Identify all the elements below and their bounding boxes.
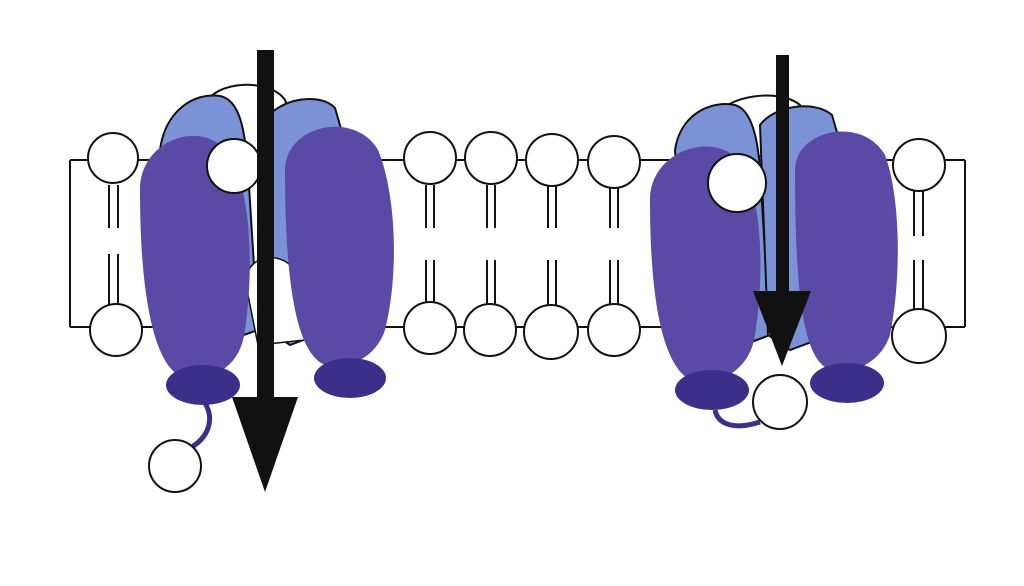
channel-right-cap-b [810,363,884,403]
lipid-heads [87,131,947,364]
lipid-head-bottom-6 [891,308,947,364]
lipid-head-bottom-4 [523,304,579,360]
arrow-left [232,50,298,492]
lipid-head-top-5 [587,135,641,189]
lipid-head-top-6 [892,138,946,192]
lipid-head-bottom-1 [89,303,143,357]
lipid-head-bottom-2 [403,301,457,355]
lipid-head-top-1 [87,132,139,184]
arrow-right-shaft [776,55,789,295]
channel-right-cap-a [675,370,749,410]
arrow-right [753,55,811,366]
lipid-head-top-3 [464,131,518,185]
ligand-left-top [206,138,262,194]
arrow-left-head [232,397,298,492]
channel-left [140,83,394,451]
channel-left-cap-a [166,365,240,405]
lipid-head-bottom-3 [463,303,517,357]
channel-right-tether [712,409,761,429]
arrow-left-shaft [257,50,274,400]
channel-left-cap-b [314,358,386,398]
channel-right-subunit-dark-b [795,131,898,372]
ligand-right-blocker [752,374,808,430]
channel-left-tether [188,401,212,451]
channel-left-subunit-dark-b [285,126,394,367]
lipid-head-top-2 [403,131,457,185]
ligand-left-tethered [148,439,202,493]
lipid-head-bottom-5 [587,303,641,357]
ligand-right-top [707,153,767,213]
lipid-head-top-4 [525,133,579,187]
arrow-right-head [753,291,811,366]
channel-left-subunit-dark-a [140,135,250,379]
ligands [148,138,808,493]
lipid-tails [108,185,924,312]
